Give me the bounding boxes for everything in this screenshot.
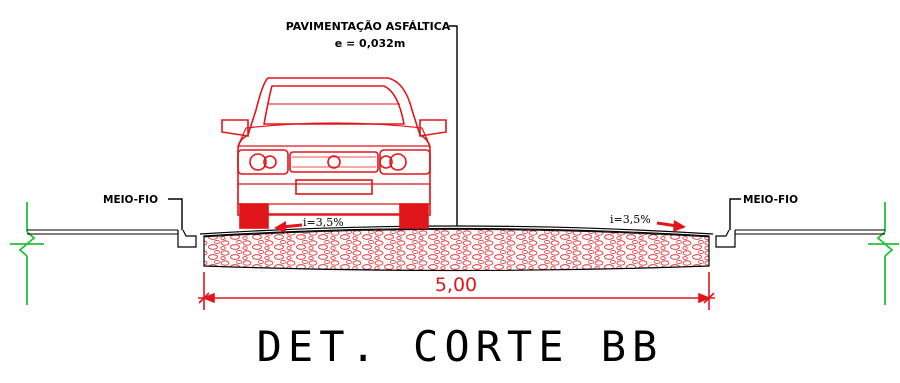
width-dimension-label: 5,00 [435, 274, 477, 296]
drawing-title: DET. CORTE BB [257, 322, 664, 371]
sidewalk-right [735, 229, 885, 235]
break-symbol-right [868, 202, 899, 305]
vehicle-front-view [221, 77, 447, 229]
slope-label-left: i=3,5% [303, 216, 344, 229]
slope-label-right: i=3,5% [610, 213, 651, 226]
pavement-base-layer [203, 227, 710, 272]
paving-label-line2: e = 0,032m [335, 37, 406, 50]
width-dimension-line [198, 272, 715, 310]
sidewalk-left [27, 229, 178, 235]
curb-left-leader [168, 198, 183, 230]
curb-left [177, 229, 197, 248]
slope-arrow-right [656, 220, 686, 232]
curb-right-label: MEIO-FIO [743, 194, 798, 206]
slope-arrow-left [274, 221, 303, 233]
break-symbol-left [10, 202, 44, 305]
curb-left-label: MEIO-FIO [103, 194, 158, 206]
curb-right [715, 229, 736, 248]
paving-label-line1: PAVIMENTAÇÃO ASFÁLTICA [286, 20, 451, 33]
curb-right-leader [729, 198, 741, 230]
asphalt-surface-line [199, 225, 714, 235]
asphalt-surface-line-inner [203, 229, 710, 238]
paving-leader-line [449, 25, 458, 226]
